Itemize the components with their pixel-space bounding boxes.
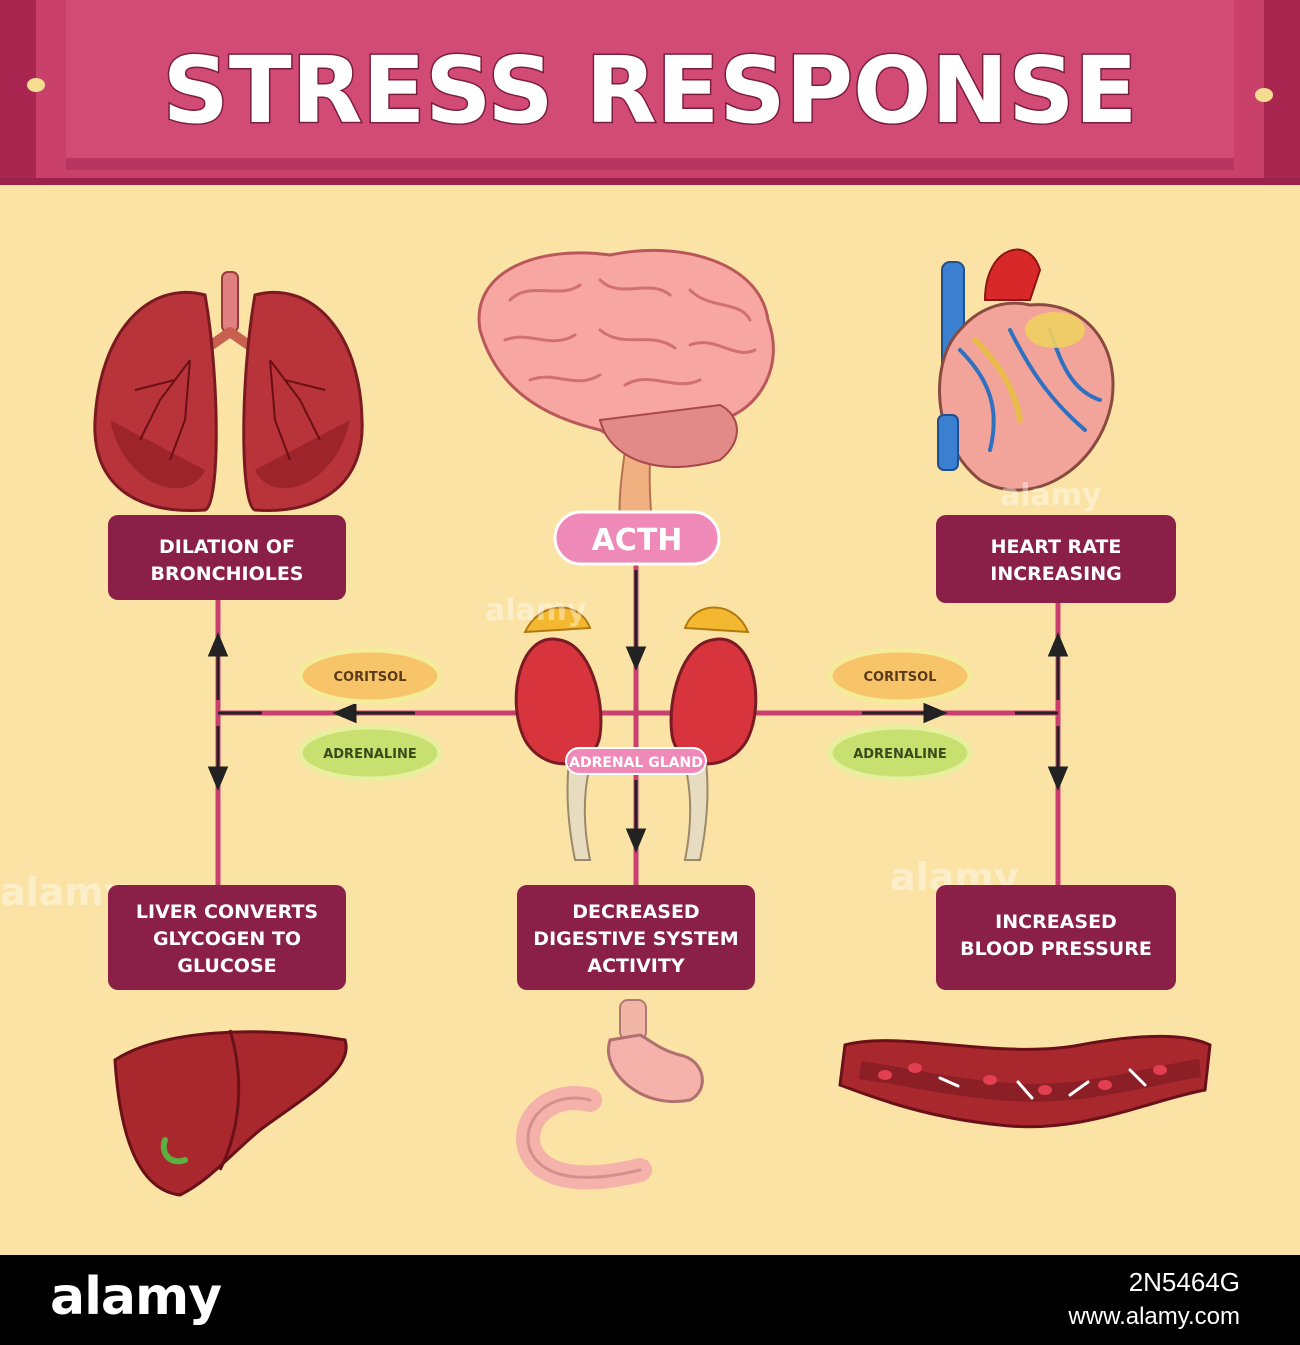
box-liver-line3: GLUCOSE	[177, 955, 276, 977]
acth-label: ACTH	[553, 510, 721, 566]
liver-illustration	[113, 1029, 348, 1197]
arrow-down-left-head	[207, 766, 229, 791]
box-heart-rate: HEART RATE INCREASING	[936, 515, 1176, 603]
box-bronchioles-line2: BRONCHIOLES	[150, 563, 303, 585]
box-liver-line2: GLYCOGEN TO	[153, 928, 301, 950]
page-title: STRESS RESPONSE	[163, 37, 1138, 144]
arrow-up-left-head	[207, 632, 229, 657]
box-blood-pressure-line1: INCREASED	[995, 911, 1117, 933]
footer-bar: alamy 2N5464G www.alamy.com	[0, 1255, 1300, 1345]
hormone-pills: CORITSOL ADRENALINE CORITSOL ADRENALINE	[297, 647, 973, 782]
adrenaline-pill-left	[297, 724, 443, 782]
arrow-right-horizontal-head	[923, 702, 948, 724]
arrow-left-horizontal-head	[332, 702, 357, 724]
cortisol-pill-left	[297, 647, 443, 705]
adrenal-gland-text: ADRENAL GLAND	[569, 755, 703, 771]
box-bronchioles: DILATION OF BRONCHIOLES	[108, 515, 346, 600]
blood-vessel-illustration	[838, 1034, 1212, 1129]
arrows	[207, 570, 1069, 853]
box-heart-rate-line1: HEART RATE	[991, 536, 1122, 558]
acth-text: ACTH	[592, 523, 683, 558]
box-liver: LIVER CONVERTS GLYCOGEN TO GLUCOSE	[108, 885, 346, 990]
adrenaline-left-text: ADRENALINE	[323, 747, 417, 762]
title-banner: STRESS RESPONSE	[0, 0, 1300, 185]
footer-url: www.alamy.com	[1068, 1303, 1240, 1330]
arrow-up-right-head	[1047, 632, 1069, 657]
box-bronchioles-line1: DILATION OF	[159, 536, 295, 558]
brain-illustration	[477, 248, 775, 526]
watermarks: alamy alamy alamy alamy	[0, 478, 1102, 914]
heart-illustration	[937, 248, 1115, 492]
banner-pin-right	[1255, 88, 1273, 102]
watermark-heart: alamy	[1000, 478, 1102, 513]
stomach-illustration	[516, 999, 704, 1190]
box-digestive-line3: ACTIVITY	[587, 955, 684, 977]
arrow-digestive-down-head	[625, 828, 647, 853]
box-digestive-line1: DECREASED	[572, 901, 699, 923]
box-digestive-line2: DIGESTIVE SYSTEM	[533, 928, 738, 950]
banner-pin-left	[27, 78, 45, 92]
arrow-acth-down-head	[625, 646, 647, 671]
cortisol-pill-right	[827, 647, 973, 705]
watermark-center: alamy	[485, 593, 587, 628]
box-liver-line1: LIVER CONVERTS	[136, 901, 318, 923]
box-blood-pressure-line2: BLOOD PRESSURE	[960, 938, 1152, 960]
adrenal-gland-label: ADRENAL GLAND	[565, 747, 707, 775]
arrow-down-right-head	[1047, 766, 1069, 791]
cortisol-right-text: CORITSOL	[863, 670, 936, 685]
footer-brand-logo: alamy	[50, 1267, 222, 1327]
box-digestive: DECREASED DIGESTIVE SYSTEM ACTIVITY	[517, 885, 755, 990]
cortisol-left-text: CORITSOL	[333, 670, 406, 685]
lungs-illustration	[93, 271, 364, 512]
box-heart-rate-line2: INCREASING	[990, 563, 1121, 585]
box-blood-pressure: INCREASED BLOOD PRESSURE	[936, 885, 1176, 990]
adrenaline-right-text: ADRENALINE	[853, 747, 947, 762]
footer-stock-id: 2N5464G	[1128, 1267, 1240, 1297]
adrenaline-pill-right	[827, 724, 973, 782]
stress-response-diagram: STRESS RESPONSE	[0, 0, 1300, 1197]
watermark-left: alamy	[0, 870, 129, 914]
